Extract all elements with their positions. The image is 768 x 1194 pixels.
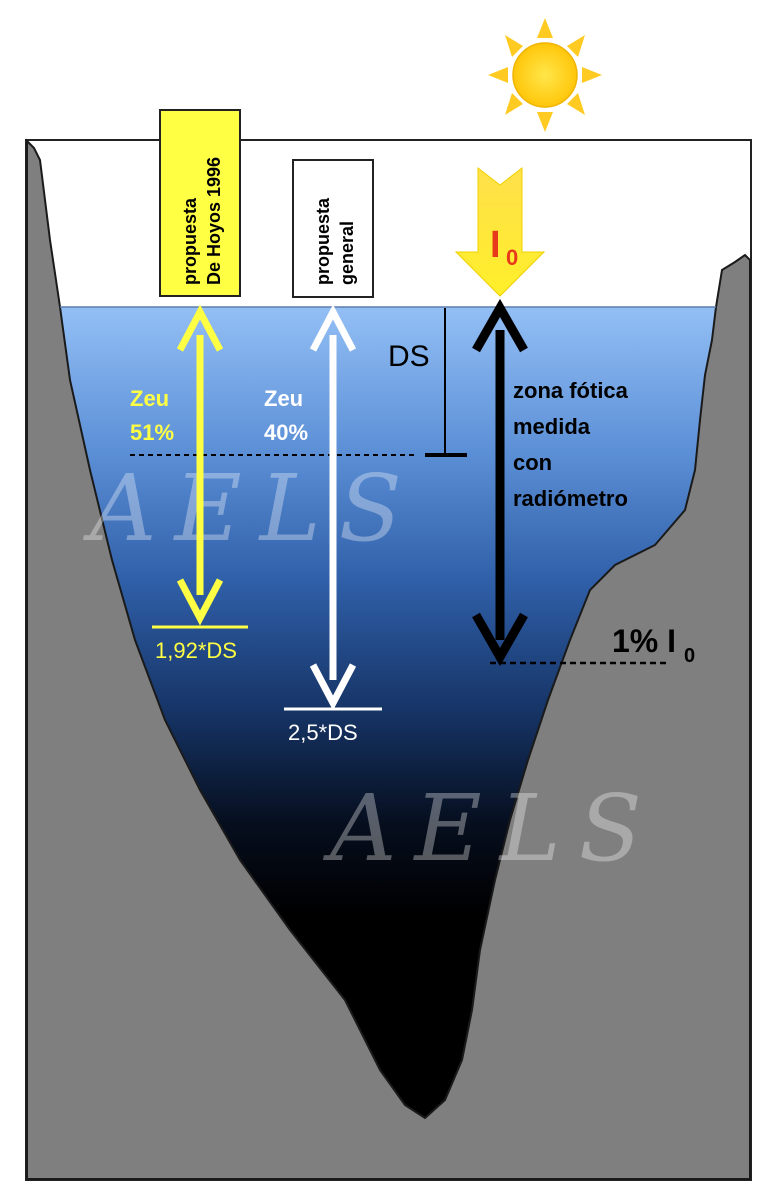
light-arrow-icon <box>454 166 546 297</box>
photic-zone-line1: zona fótica <box>513 378 629 403</box>
general-proposal-line2: general <box>337 221 357 285</box>
general-proposal-box <box>292 159 374 298</box>
one-percent-label: 1% I <box>612 623 676 659</box>
general-proposal-line1: propuesta <box>313 197 333 285</box>
one-percent-subscript: 0 <box>684 645 695 667</box>
zeu-yellow-label: Zeu <box>130 386 169 411</box>
dehoyos-proposal-box <box>159 109 241 297</box>
photic-zone-arrow <box>472 298 528 667</box>
zeu-yellow-percent: 51% <box>130 420 174 445</box>
rock-left <box>26 138 751 1180</box>
dehoyos-depth-label: 1,92*DS <box>155 638 237 663</box>
dehoyos-depth-arrow <box>176 304 224 626</box>
watermark-top: AELS <box>82 455 420 562</box>
zeu-white-percent: 40% <box>264 420 308 445</box>
general-depth-arrow <box>309 304 357 711</box>
io-subscript: 0 <box>506 245 518 270</box>
dehoyos-proposal-line1: propuesta <box>180 197 200 285</box>
photic-zone-line3: con <box>513 450 552 475</box>
sun-icon <box>488 18 602 132</box>
lake-water <box>60 307 716 1118</box>
dehoyos-proposal-line2: De Hoyos 1996 <box>204 157 224 285</box>
photic-zone-line2: medida <box>513 414 591 439</box>
io-label: I <box>490 224 501 266</box>
zeu-white-label: Zeu <box>264 386 303 411</box>
ds-label: DS <box>388 340 430 373</box>
photic-zone-line4: radiómetro <box>513 486 628 511</box>
watermark-bottom: AELS <box>322 775 660 882</box>
general-depth-label: 2,5*DS <box>288 720 358 745</box>
